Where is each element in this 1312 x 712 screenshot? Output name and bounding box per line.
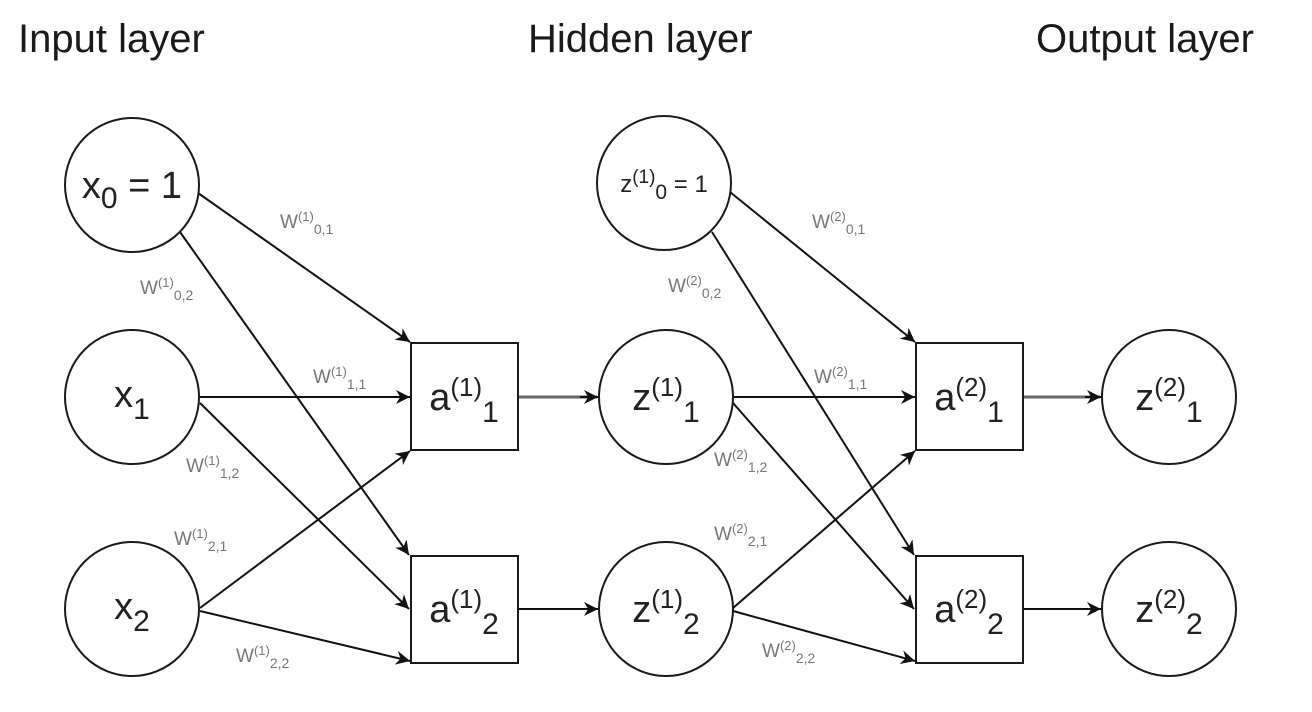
- weight-label-w1-12: W(1)1,2: [186, 453, 240, 481]
- node-z10: z(1)0 = 1: [596, 115, 732, 251]
- node-z12-label: z(1)2: [632, 584, 699, 641]
- weight-label-w2-21: W(2)2,1: [714, 521, 768, 549]
- edge-x0-a12: [179, 231, 410, 556]
- node-a12-label: a(1)2: [429, 584, 499, 641]
- node-z12: z(1)2: [598, 541, 734, 677]
- edge-z12-a21: [732, 450, 916, 609]
- node-a22-label: a(2)2: [934, 584, 1004, 641]
- weight-label-w2-01: W(2)0,1: [812, 209, 866, 237]
- node-z10-label: z(1)0 = 1: [620, 167, 708, 204]
- node-z21-label: z(2)1: [1135, 372, 1202, 429]
- node-z22-circle: [1101, 541, 1237, 677]
- weight-label-w1-11: W(1)1,1: [313, 364, 367, 392]
- weight-label-w2-22: W(2)2,2: [762, 638, 816, 666]
- node-z11: z(1)1: [598, 329, 734, 465]
- node-x0-label: x0 = 1: [82, 165, 182, 215]
- node-x1-label: x1: [114, 374, 150, 426]
- edge-x1-a12: [199, 402, 410, 610]
- node-z22: z(2)2: [1101, 541, 1237, 677]
- node-x0: x0 = 1: [64, 117, 200, 253]
- node-z22-label: z(2)2: [1135, 584, 1202, 641]
- edge-x2-a11: [199, 450, 411, 609]
- node-a12: a(1)2: [410, 555, 519, 664]
- node-a11-box: [410, 342, 519, 451]
- node-z12-circle: [598, 541, 734, 677]
- node-a22: a(2)2: [915, 555, 1024, 664]
- node-a21: a(2)1: [915, 342, 1024, 451]
- weight-label-w2-11: W(2)1,1: [814, 364, 868, 392]
- weight-label-w1-22: W(1)2,2: [236, 643, 290, 671]
- node-a12-box: [410, 555, 519, 664]
- node-a11-label: a(1)1: [429, 372, 499, 429]
- output-layer-title: Output layer: [1036, 17, 1254, 61]
- node-x1: x1: [64, 329, 200, 465]
- weight-label-w2-02: W(2)0,2: [668, 273, 722, 301]
- weight-label-w1-02: W(1)0,2: [140, 275, 194, 303]
- node-z11-label: z(1)1: [632, 372, 699, 429]
- node-a21-label: a(2)1: [934, 372, 1004, 429]
- node-x2-circle: [64, 541, 200, 677]
- node-a11: a(1)1: [410, 342, 519, 451]
- edge-z11-a22: [732, 402, 915, 610]
- node-z10-circle: [596, 115, 732, 251]
- node-x0-circle: [64, 117, 200, 253]
- weight-label-w2-12: W(2)1,2: [714, 447, 768, 475]
- node-z21-circle: [1101, 329, 1237, 465]
- node-a22-box: [915, 555, 1024, 664]
- node-z21: z(2)1: [1101, 329, 1237, 465]
- weight-label-w1-01: W(1)0,1: [280, 209, 334, 237]
- node-z11-circle: [598, 329, 734, 465]
- edge-z12-a22: [732, 610, 916, 665]
- node-a21-box: [915, 342, 1024, 451]
- edges-group: [179, 191, 1101, 665]
- edge-z10-a21: [729, 191, 916, 343]
- input-layer-title: Input layer: [18, 17, 205, 61]
- node-x2-label: x2: [114, 586, 150, 638]
- edge-x0-a11: [197, 192, 411, 343]
- node-x2: x2: [64, 541, 200, 677]
- node-x1-circle: [64, 329, 200, 465]
- weight-label-w1-21: W(1)2,1: [174, 526, 228, 554]
- edge-x2-a12: [199, 610, 411, 665]
- edge-z10-a22: [711, 231, 915, 556]
- hidden-layer-title: Hidden layer: [528, 17, 753, 61]
